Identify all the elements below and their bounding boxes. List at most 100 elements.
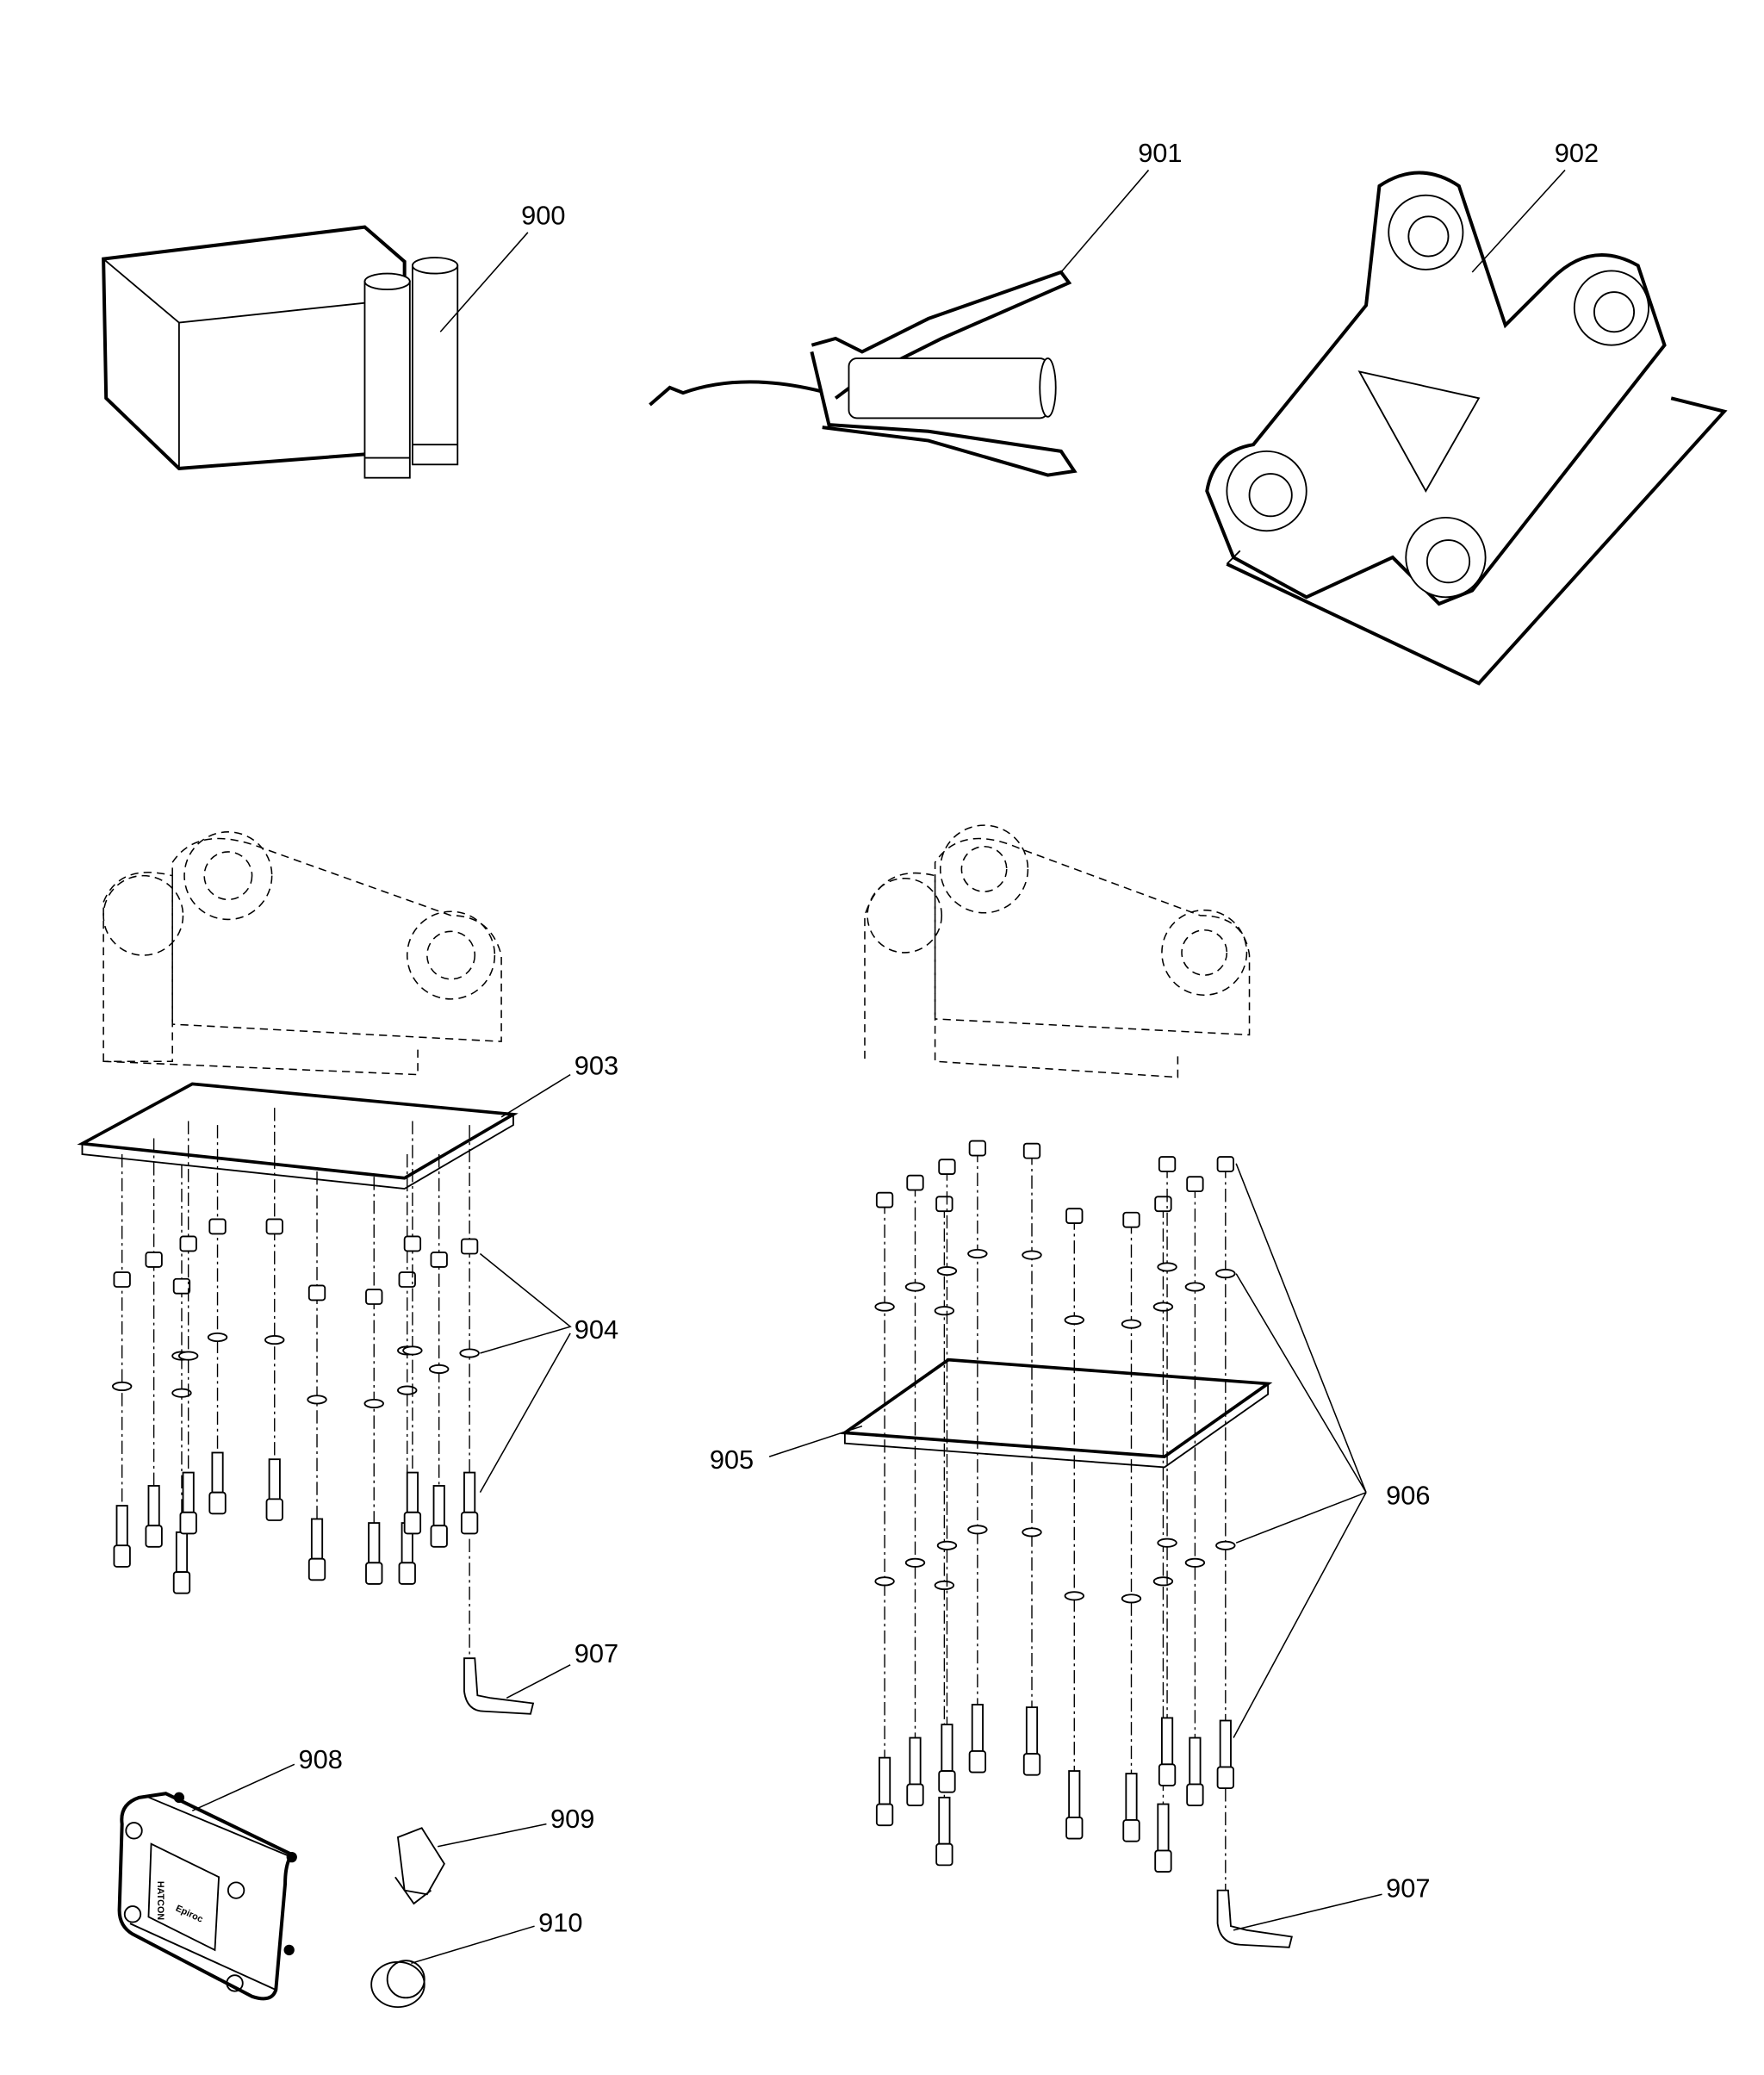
- nut: [307, 1284, 326, 1302]
- bolt: [1158, 1717, 1177, 1786]
- bolt: [938, 1724, 956, 1793]
- bolt: [1022, 1706, 1041, 1776]
- nut: [1216, 1156, 1234, 1172]
- washer: [1152, 1576, 1174, 1587]
- part-900-grease-kit: [102, 225, 459, 479]
- washer: [1215, 1269, 1236, 1279]
- washer: [363, 1398, 384, 1409]
- bolt: [1186, 1736, 1204, 1806]
- washer: [967, 1525, 988, 1535]
- washer: [1022, 1250, 1042, 1260]
- hatcon-logo: HATCON: [155, 1881, 165, 1920]
- bolt: [307, 1518, 326, 1581]
- callout-903: 903: [575, 1051, 618, 1081]
- washer: [904, 1557, 926, 1568]
- washer: [402, 1345, 423, 1356]
- nut: [460, 1238, 479, 1255]
- callout-908: 908: [298, 1744, 342, 1774]
- nut: [906, 1174, 924, 1191]
- bolt: [935, 1796, 953, 1867]
- bolt: [113, 1505, 131, 1568]
- nut: [1122, 1211, 1140, 1228]
- bolt: [145, 1485, 163, 1548]
- washer: [177, 1351, 199, 1361]
- washer: [1157, 1262, 1177, 1272]
- nut: [1022, 1142, 1041, 1159]
- part-902-mounting-bracket: [1205, 171, 1728, 686]
- part-907-hex-key-left: [463, 1657, 535, 1715]
- part-903-plate: [77, 1082, 519, 1190]
- callout-906: 906: [1386, 1481, 1430, 1511]
- part-910-cap: [370, 1960, 425, 2009]
- nut: [938, 1159, 956, 1176]
- bolt: [1216, 1719, 1234, 1789]
- nut: [968, 1140, 987, 1157]
- bolt: [1065, 1770, 1084, 1840]
- bolt-set-904: [111, 1108, 480, 1659]
- nut: [265, 1218, 283, 1235]
- bolt: [906, 1736, 924, 1806]
- part-901-grease-gun: [649, 270, 1078, 477]
- washer: [904, 1282, 926, 1292]
- washer: [1184, 1557, 1206, 1568]
- washer: [307, 1395, 327, 1405]
- part-907-hex-key-right: [1216, 1889, 1293, 1948]
- washer: [967, 1248, 988, 1259]
- washer: [1215, 1540, 1236, 1550]
- bolt: [403, 1471, 422, 1535]
- part-905-plate: [840, 1357, 1273, 1469]
- epiroc-logo: Epiroc: [174, 1904, 204, 1925]
- washer: [171, 1388, 192, 1398]
- part-909-connector: [394, 1827, 445, 1905]
- bolt: [172, 1531, 191, 1594]
- nut: [145, 1252, 163, 1268]
- nut: [398, 1271, 416, 1288]
- washer: [934, 1580, 955, 1591]
- callout-907-left: 907: [575, 1638, 618, 1668]
- bolt: [1122, 1773, 1140, 1842]
- bolt: [875, 1756, 894, 1827]
- nut: [935, 1196, 953, 1213]
- nut: [172, 1277, 191, 1295]
- washer: [936, 1540, 958, 1550]
- washer: [1157, 1538, 1177, 1548]
- washer: [428, 1364, 450, 1375]
- bolt: [460, 1471, 479, 1535]
- callout-900: 900: [521, 201, 565, 231]
- bolt: [430, 1485, 448, 1548]
- bolt: [365, 1522, 383, 1585]
- ghost-bracket-left: [102, 831, 502, 1076]
- washer: [1064, 1591, 1084, 1601]
- nut: [1186, 1176, 1204, 1193]
- nut: [365, 1289, 383, 1305]
- bolt: [179, 1471, 197, 1535]
- washer: [1064, 1314, 1084, 1326]
- washer: [874, 1576, 895, 1587]
- washer: [111, 1381, 133, 1392]
- washer: [459, 1348, 480, 1358]
- washer: [1022, 1527, 1042, 1538]
- washer: [936, 1265, 958, 1277]
- washer: [1121, 1594, 1142, 1604]
- callout-904: 904: [575, 1314, 618, 1345]
- bolt: [265, 1458, 283, 1521]
- callout-905: 905: [710, 1444, 754, 1475]
- callout-902: 902: [1555, 138, 1599, 168]
- nut: [430, 1252, 448, 1268]
- washer: [397, 1385, 418, 1395]
- ghost-bracket-right: [864, 824, 1251, 1078]
- bolt: [968, 1704, 987, 1774]
- nut: [113, 1271, 131, 1288]
- nut: [1154, 1196, 1172, 1213]
- washer: [874, 1302, 895, 1312]
- nut: [403, 1235, 422, 1252]
- nut: [1158, 1156, 1177, 1172]
- washer: [207, 1332, 228, 1343]
- bolt: [208, 1451, 227, 1515]
- washer: [934, 1306, 955, 1316]
- callout-909: 909: [550, 1804, 594, 1834]
- nut: [179, 1235, 197, 1252]
- bolt: [1154, 1803, 1172, 1873]
- callout-907-right: 907: [1386, 1873, 1430, 1903]
